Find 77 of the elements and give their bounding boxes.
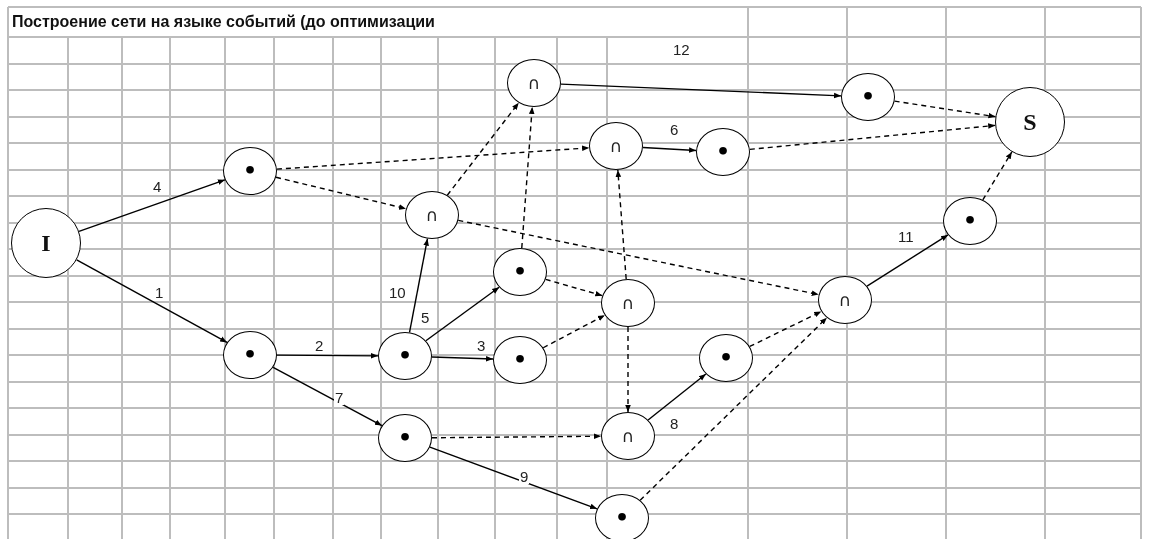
arrow: [521, 106, 535, 249]
arrow: [542, 314, 606, 349]
node-symbol: •: [718, 347, 734, 369]
arrow: [78, 179, 226, 233]
node-symbol: •: [397, 345, 413, 367]
edge-label: 7: [334, 390, 345, 405]
node-symbol: ∩: [621, 294, 635, 312]
arrow: [431, 433, 602, 440]
node-symbol: ∩: [838, 291, 852, 309]
arrow: [625, 326, 631, 413]
node-symbol: •: [715, 141, 731, 163]
arrow: [748, 310, 823, 348]
event-circle: [601, 279, 655, 327]
arrow: [642, 146, 697, 153]
arrow: [647, 373, 707, 421]
arrow: [272, 366, 383, 427]
node-symbol: ∩: [609, 137, 623, 155]
node-symbol: S: [1023, 110, 1037, 134]
event-circle: [699, 334, 753, 382]
edge-label: 12: [672, 42, 691, 57]
arrow: [425, 286, 500, 342]
arrow: [408, 237, 429, 334]
event-circle: [223, 147, 277, 195]
arrow: [457, 219, 820, 296]
arrow: [446, 102, 520, 196]
edge-label: 5: [420, 310, 431, 325]
title: Построение сети на языке событий (до оптимизации: [12, 12, 435, 32]
node-symbol: •: [860, 86, 876, 108]
node-symbol: •: [397, 427, 413, 449]
event-circle: [696, 128, 750, 176]
event-circle: [595, 494, 649, 539]
arrow: [76, 259, 228, 344]
arrow: [893, 100, 997, 119]
edge-label: 10: [388, 285, 407, 300]
arrow: [639, 317, 828, 501]
event-circle: [841, 73, 895, 121]
event-circle: [223, 331, 277, 379]
node-symbol: ∩: [425, 206, 439, 224]
arrow: [982, 151, 1013, 201]
node-symbol: •: [512, 349, 528, 371]
node-symbol: ∩: [621, 427, 635, 445]
node-symbol: •: [614, 507, 630, 529]
node-symbol: ∩: [527, 74, 541, 92]
event-circle: [493, 336, 547, 384]
edge-label: 4: [152, 179, 163, 194]
node-symbol: •: [512, 261, 528, 283]
event-circle: [507, 59, 561, 107]
edge-label: 2: [314, 338, 325, 353]
node-symbol: I: [41, 231, 51, 255]
event-circle: [11, 208, 81, 278]
event-circle: [405, 191, 459, 239]
arrow: [429, 446, 598, 510]
arrow: [615, 169, 627, 280]
arrow: [545, 278, 603, 297]
arrow: [275, 176, 407, 210]
arrow: [276, 353, 379, 359]
edge-label: 3: [476, 338, 487, 353]
arrow: [431, 356, 494, 362]
event-circle: [601, 412, 655, 460]
edge-label: 11: [897, 229, 915, 244]
node-symbol: •: [242, 160, 258, 182]
edge-label: 9: [519, 469, 530, 484]
event-circle: [943, 197, 997, 245]
arrow: [276, 145, 590, 170]
edge-label: 6: [669, 122, 680, 137]
edge-label: 8: [669, 416, 680, 431]
event-circle: [378, 414, 432, 462]
arrow: [866, 234, 949, 287]
event-circle: [818, 276, 872, 324]
event-circle: [378, 332, 432, 380]
event-circle: [493, 248, 547, 296]
edge-label: 1: [154, 285, 165, 300]
arrow: [749, 123, 996, 151]
node-symbol: •: [242, 344, 258, 366]
arrow: [560, 83, 842, 99]
node-symbol: •: [962, 210, 978, 232]
event-circle: [589, 122, 643, 170]
